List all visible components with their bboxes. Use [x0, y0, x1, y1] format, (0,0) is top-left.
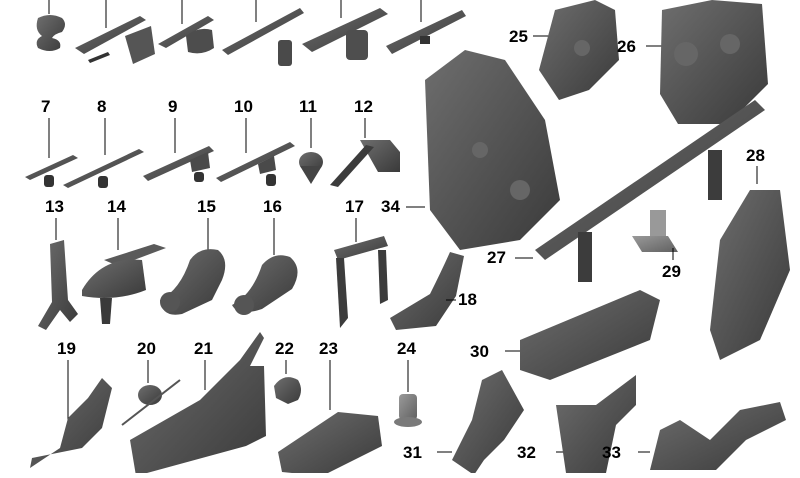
callout-19: 19	[57, 339, 76, 358]
part-31	[437, 370, 524, 475]
part-5	[302, 0, 388, 60]
callout-17: 17	[345, 197, 364, 216]
part-28	[710, 166, 790, 360]
part-15	[160, 218, 226, 315]
part-25	[533, 0, 619, 100]
callout-20: 20	[137, 339, 156, 358]
callout-13: 13	[45, 197, 64, 216]
part-17	[334, 218, 388, 328]
part-32	[556, 375, 636, 473]
callout-22: 22	[275, 339, 294, 358]
part-8	[63, 118, 144, 188]
callout-21: 21	[194, 339, 213, 358]
callout-25: 25	[509, 27, 528, 46]
part-26	[646, 0, 768, 124]
callout-16: 16	[263, 197, 282, 216]
callout-32: 32	[517, 443, 536, 462]
callout-9: 9	[168, 97, 178, 116]
part-1	[36, 0, 65, 51]
part-7	[25, 118, 78, 187]
part-33	[638, 402, 786, 470]
callout-23: 23	[319, 339, 338, 358]
callout-26: 26	[617, 37, 636, 56]
part-27	[515, 100, 765, 282]
callout-27: 27	[487, 248, 506, 267]
part-9	[143, 118, 214, 182]
callout-31: 31	[403, 443, 422, 462]
part-19	[30, 360, 112, 468]
part-21	[130, 332, 266, 476]
callout-29: 29	[662, 262, 681, 281]
part-30	[505, 290, 660, 380]
callout-8: 8	[97, 97, 107, 116]
part-12	[330, 118, 400, 187]
part-13	[38, 218, 78, 330]
callout-28: 28	[746, 146, 765, 165]
part-23	[278, 360, 382, 476]
part-18	[390, 252, 464, 330]
part-10	[216, 118, 295, 186]
callout-12: 12	[354, 97, 373, 116]
callout-30: 30	[470, 342, 489, 361]
callout-15: 15	[197, 197, 216, 216]
callout-10: 10	[234, 97, 253, 116]
callout-34: 34	[381, 197, 400, 216]
part-16	[232, 218, 298, 315]
part-14	[82, 218, 166, 324]
part-2	[75, 0, 155, 64]
callout-24: 24	[397, 339, 416, 358]
part-24	[394, 360, 422, 427]
part-11	[299, 118, 323, 184]
part-4	[222, 0, 304, 66]
part-29	[632, 210, 678, 260]
callout-11: 11	[299, 97, 317, 116]
part-20	[121, 360, 181, 426]
callout-33: 33	[602, 443, 621, 462]
callout-18: 18	[458, 290, 477, 309]
callout-14: 14	[107, 197, 126, 216]
part-34	[406, 50, 560, 250]
part-3	[158, 0, 214, 54]
part-22	[274, 360, 301, 404]
part-6	[386, 0, 466, 54]
callout-7: 7	[41, 97, 51, 116]
